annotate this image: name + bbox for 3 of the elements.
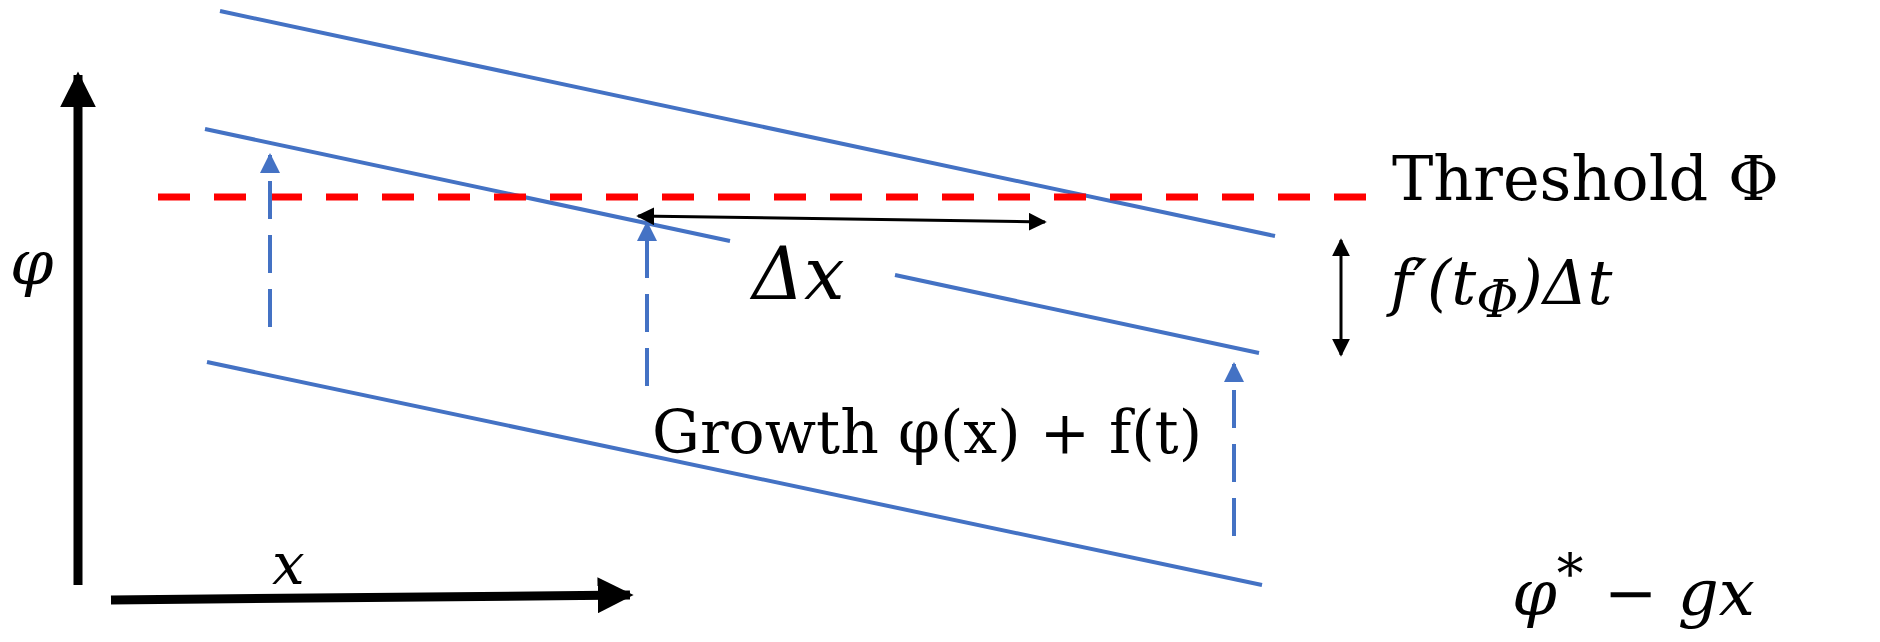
dimension-label: Δx [752,238,845,310]
axis-label: x [272,535,305,593]
threshold-label: Threshold Φ [1392,148,1779,210]
